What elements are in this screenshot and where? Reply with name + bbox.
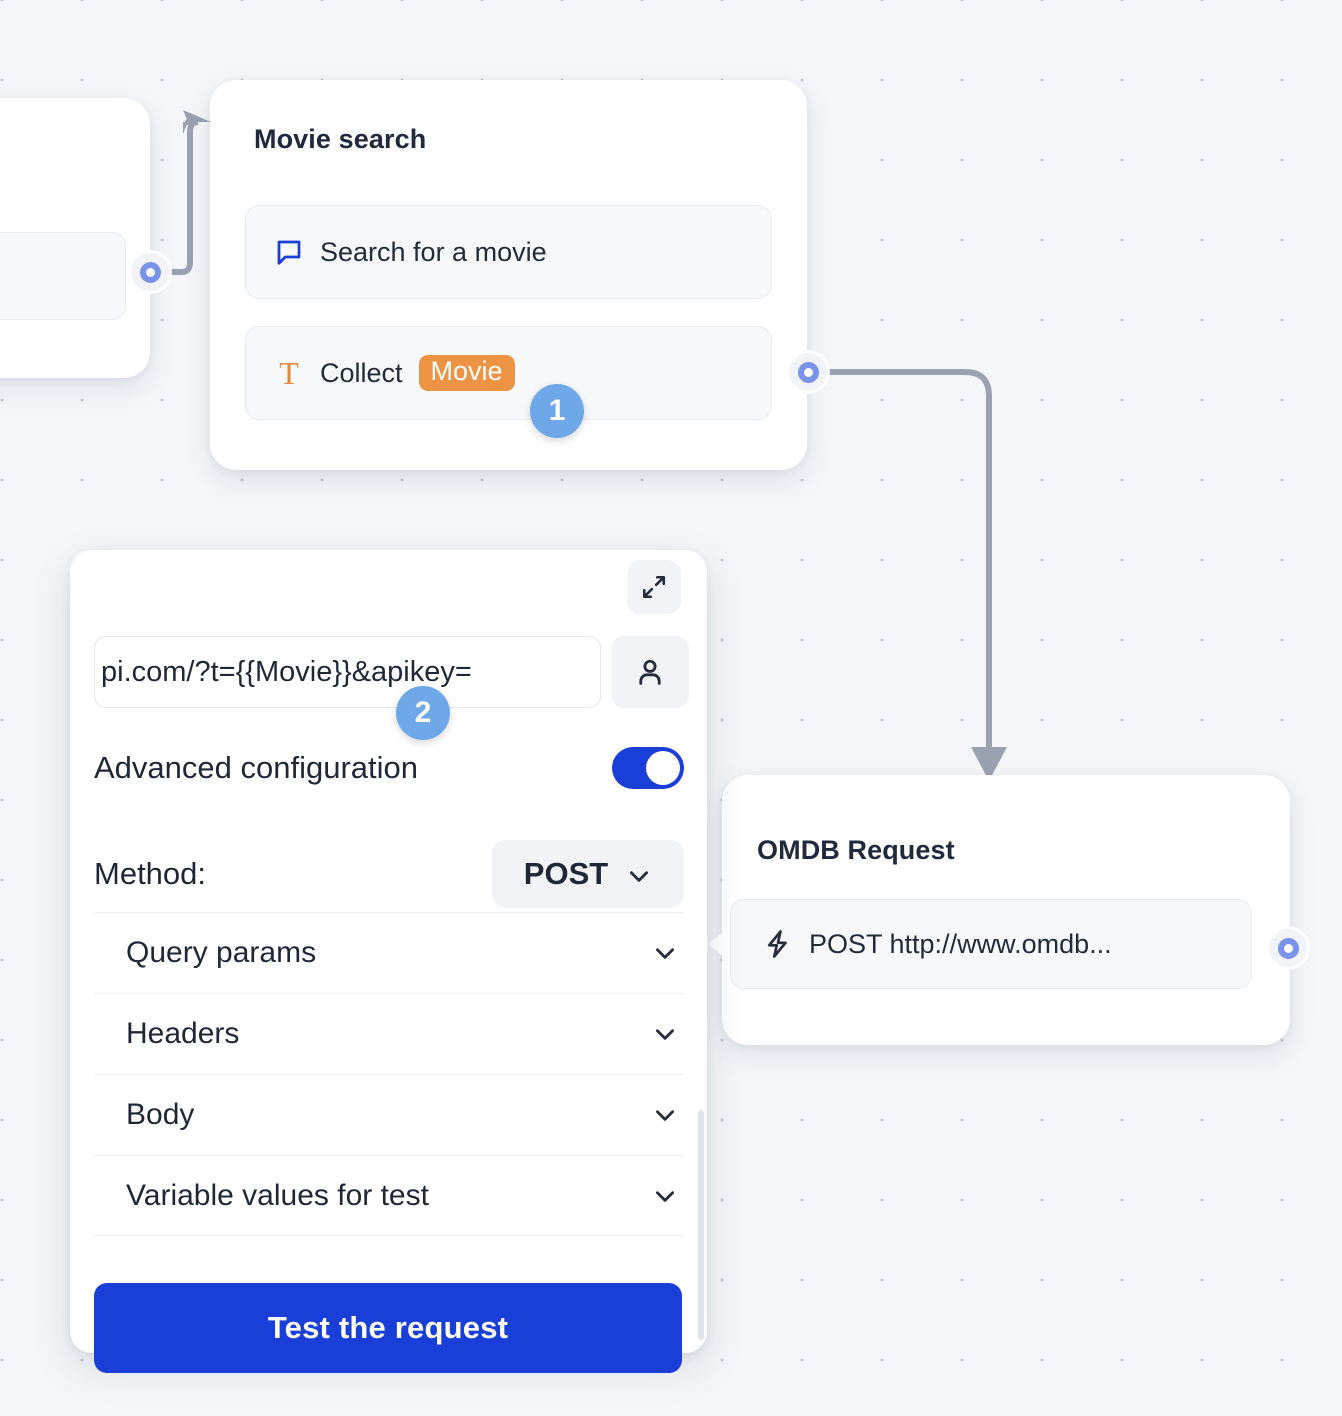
panel-scrollbar[interactable] — [698, 1110, 704, 1340]
node-row-search-for-a-movie[interactable]: Search for a movie — [245, 205, 772, 299]
method-label: Method: — [94, 856, 207, 891]
step-badge-2: 2 — [396, 686, 450, 740]
chevron-down-icon — [652, 940, 678, 966]
chevron-down-icon — [626, 861, 652, 887]
advanced-configuration-label: Advanced configuration — [94, 750, 419, 785]
chevron-down-icon — [652, 1183, 678, 1209]
method-value: POST — [523, 856, 609, 891]
text-letter-t-icon: T — [279, 355, 299, 391]
section-label: Headers — [126, 1017, 240, 1050]
omdb-request-node[interactable]: OMDB Request POST http://www.omdb... — [708, 775, 1290, 1045]
expand-button[interactable] — [627, 560, 681, 614]
section-query-params[interactable]: Query params — [94, 912, 684, 993]
section-label: Body — [126, 1098, 195, 1131]
advanced-configuration-toggle[interactable] — [612, 747, 684, 789]
omdb-request-title: OMDB Request — [757, 835, 955, 865]
movie-search-title: Movie search — [254, 124, 427, 154]
chevron-down-icon — [652, 1102, 678, 1128]
movie-search-node[interactable]: Movie search Search for a movie T Collec… — [210, 80, 807, 470]
connector-port-omdb-output[interactable] — [1269, 929, 1307, 967]
speech-bubble-icon — [274, 237, 304, 267]
section-label: Variable values for test — [126, 1178, 429, 1212]
connector-port-movie-search-output[interactable] — [789, 353, 827, 391]
node-row-collect-movie[interactable]: T Collect Movie — [245, 326, 772, 420]
request-url-value: pi.com/?t={{Movie}}&apikey= — [101, 655, 472, 688]
node-row-label: POST http://www.omdb... — [809, 928, 1112, 959]
partial-node-row[interactable] — [0, 232, 126, 320]
section-label: Query params — [126, 936, 317, 969]
method-row: Method: POST — [94, 840, 684, 908]
person-icon — [633, 655, 667, 689]
chevron-down-icon — [652, 1021, 678, 1047]
node-row-label: Collect — [320, 357, 403, 388]
request-config-panel[interactable]: pi.com/?t={{Movie}}&apikey= Advanced con… — [70, 550, 707, 1353]
variable-pill-movie[interactable]: Movie — [418, 354, 515, 392]
section-body[interactable]: Body — [94, 1074, 684, 1155]
step-badge-1: 1 — [530, 384, 584, 438]
config-sections: Query params Headers Body Variable value… — [94, 912, 684, 1236]
url-row: pi.com/?t={{Movie}}&apikey= — [94, 636, 689, 708]
partial-node-left[interactable] — [0, 98, 150, 378]
test-the-request-button[interactable]: Test the request — [94, 1283, 682, 1373]
node-row-post-request[interactable]: POST http://www.omdb... — [730, 899, 1252, 989]
section-headers[interactable]: Headers — [94, 993, 684, 1074]
advanced-configuration-row[interactable]: Advanced configuration — [94, 743, 684, 793]
expand-arrows-icon — [641, 574, 667, 600]
node-row-label: Search for a movie — [320, 236, 547, 267]
section-variable-values-for-test[interactable]: Variable values for test — [94, 1155, 684, 1236]
lightning-bolt-icon — [763, 929, 793, 959]
connector-port-left-node[interactable] — [131, 253, 169, 291]
method-select[interactable]: POST — [492, 840, 684, 908]
auth-user-button[interactable] — [611, 636, 689, 708]
request-url-input[interactable]: pi.com/?t={{Movie}}&apikey= — [94, 636, 601, 708]
